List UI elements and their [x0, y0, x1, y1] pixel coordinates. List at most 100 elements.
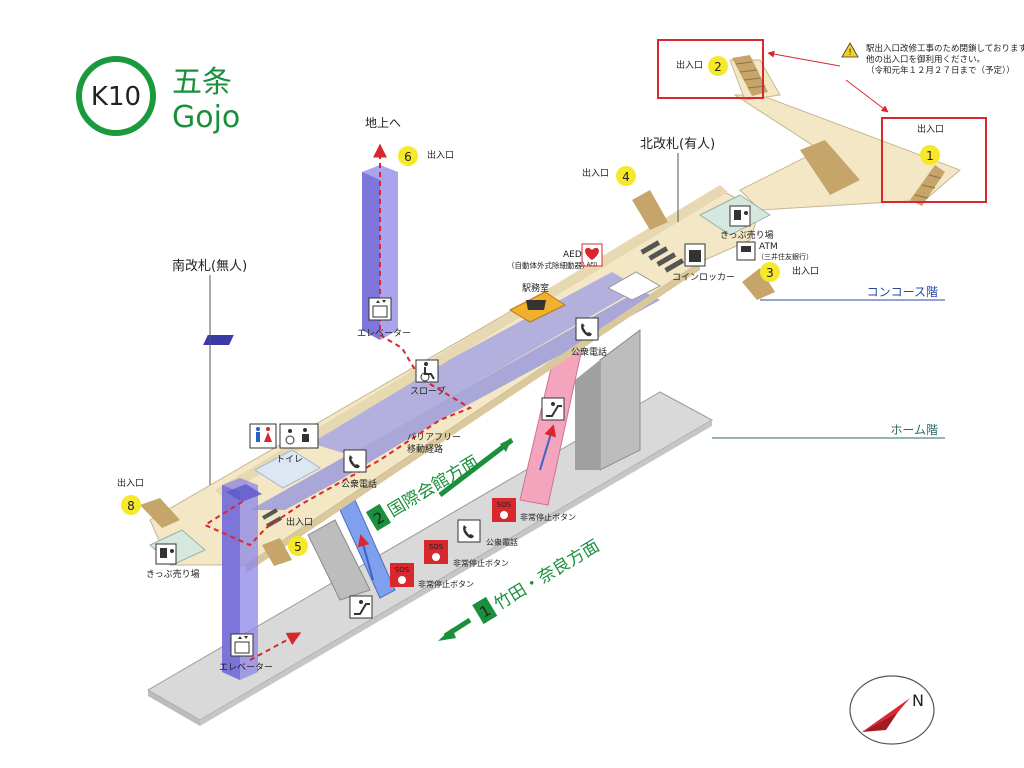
svg-text:!: !	[848, 48, 852, 58]
exit-6[interactable]: 6 出入口	[398, 146, 454, 166]
track1-destination: 竹田・奈良方面	[491, 536, 603, 614]
slope: スロープ	[410, 359, 445, 397]
slope-label: スロープ	[410, 386, 445, 397]
svg-text:SOS: SOS	[429, 543, 444, 551]
exit-5[interactable]: 出入口 5	[286, 516, 313, 556]
toilet-label: トイレ	[276, 455, 303, 465]
phone-3-label: 公衆電話	[486, 537, 518, 547]
station-name-en: Gojo	[172, 100, 240, 135]
exit-5-label: 出入口	[286, 516, 313, 528]
exit-3-badge	[760, 262, 780, 282]
compass-label: N	[912, 691, 924, 710]
phone-2: 公衆電話	[341, 449, 377, 490]
restroom-icon	[249, 423, 277, 449]
elevator-2-label: エレベーター	[219, 662, 273, 673]
svg-text:SOS: SOS	[497, 501, 512, 509]
exit-8-number: 8	[127, 499, 135, 513]
phone-icon	[575, 317, 599, 341]
atm-bank-label: （三井住友銀行）	[757, 252, 813, 261]
exit-1-badge	[920, 145, 940, 165]
station-office-icon	[526, 300, 546, 310]
exit-6-number: 6	[404, 150, 412, 164]
exit-8-badge	[121, 495, 141, 515]
phone-1-label: 公衆電話	[571, 346, 607, 358]
phone-icon-3	[457, 519, 481, 543]
exit-3-number: 3	[766, 266, 774, 280]
exit-2-number: 2	[714, 60, 722, 74]
exit-2[interactable]: 出入口 2	[657, 39, 764, 99]
ticket-machine-north: きっぷ売り場	[720, 205, 774, 241]
exit-3-label: 出入口	[792, 265, 819, 277]
closed-exit-highlight-1	[881, 117, 987, 203]
atm-label: ATM	[759, 242, 778, 252]
aed-note: （自動体外式除細動器）	[507, 260, 590, 270]
stairs-to-platform	[307, 329, 641, 601]
station-name-ja: 五条	[172, 65, 232, 100]
notice-line3: （令和元年１２月２７日まで（予定））	[866, 65, 1015, 76]
south-gate-label: 南改札(無人)	[172, 258, 247, 274]
station-office-label: 駅務室	[522, 282, 549, 294]
exit-6-label: 出入口	[427, 149, 454, 161]
platform-floor-label: ホーム階	[890, 422, 938, 437]
ticket-machine-south: きっぷ売り場	[146, 543, 200, 580]
floor-labels: コンコース階 ホーム階	[712, 284, 945, 439]
north-gate-label: 北改札(有人)	[640, 137, 715, 152]
barrier-free-label-1: バリアフリー	[407, 432, 461, 443]
sos-1: SOS 非常停止ボタン	[492, 498, 576, 522]
warning-icon	[841, 42, 859, 58]
elevator-icon-2	[230, 633, 254, 657]
exit-5-number: 5	[294, 540, 302, 554]
exit-1-number: 1	[926, 149, 934, 163]
svg-text:AED: AED	[587, 262, 598, 268]
exit-2-badge	[708, 56, 728, 76]
aed: AED AED （自動体外式除細動器）	[507, 243, 603, 270]
sos-2-label: 非常停止ボタン	[453, 558, 509, 568]
atm: ATM （三井住友銀行）	[736, 241, 813, 261]
line-circle	[76, 56, 156, 136]
phone-3: 公衆電話	[457, 519, 518, 547]
aed-label: AED	[563, 250, 582, 260]
escalator-icon-2	[349, 595, 373, 619]
exit-4-number: 4	[622, 170, 630, 184]
station-code: K10	[91, 82, 141, 112]
svg-text:SOS: SOS	[395, 566, 410, 574]
escalator-icon	[541, 397, 565, 421]
coin-locker-label: コインロッカー	[672, 272, 735, 283]
exit-1-label: 出入口	[917, 123, 944, 135]
sos-2: SOS 非常停止ボタン	[424, 540, 509, 568]
sos-3: SOS 非常停止ボタン	[390, 563, 474, 589]
closed-exit-highlight-2	[657, 39, 764, 99]
notice-line1: 駅出入口改修工事のため閉鎖しております。	[866, 43, 1024, 54]
exit-1[interactable]: 出入口 1	[881, 117, 987, 203]
toilet: トイレ	[249, 423, 319, 465]
exit-4-badge	[616, 166, 636, 186]
phone-1: 公衆電話	[571, 317, 607, 358]
elevator-icon	[368, 297, 392, 321]
to-ground-label: 地上へ	[365, 116, 401, 130]
exit-2-label: 出入口	[676, 59, 703, 71]
barrier-free-label: バリアフリー 移動経路	[407, 432, 461, 455]
escalator-icon-north	[541, 397, 565, 421]
elevator-2: エレベーター	[219, 633, 273, 673]
elevator-1-label: エレベーター	[357, 328, 411, 339]
exit-3[interactable]: 3 出入口	[760, 262, 819, 282]
exit-8-label: 出入口	[117, 477, 144, 489]
ticket-south-label: きっぷ売り場	[146, 568, 200, 580]
escalator-icon-south	[349, 595, 373, 619]
north-gate-fins	[640, 240, 685, 273]
phone-icon-2	[343, 449, 367, 473]
phone-2-label: 公衆電話	[341, 478, 377, 490]
compass: N	[849, 675, 935, 745]
station-office: 駅務室	[522, 282, 549, 310]
compass-icon	[849, 675, 935, 745]
closure-notice: ! 駅出入口改修工事のため閉鎖しております。 他の出入口を御利用ください。 （令…	[767, 42, 1024, 113]
exit-4[interactable]: 出入口 4	[582, 166, 636, 186]
stairs-exit1	[910, 165, 945, 206]
exit-8[interactable]: 出入口 8	[117, 477, 144, 515]
ticket-north-label: きっぷ売り場	[720, 229, 774, 241]
exit-5-badge	[288, 536, 308, 556]
multipurpose-toilet-icon	[279, 423, 319, 449]
exit-6-badge	[398, 146, 418, 166]
sos-3-label: 非常停止ボタン	[418, 579, 474, 589]
station-logo: K10 五条 Gojo	[76, 56, 240, 136]
